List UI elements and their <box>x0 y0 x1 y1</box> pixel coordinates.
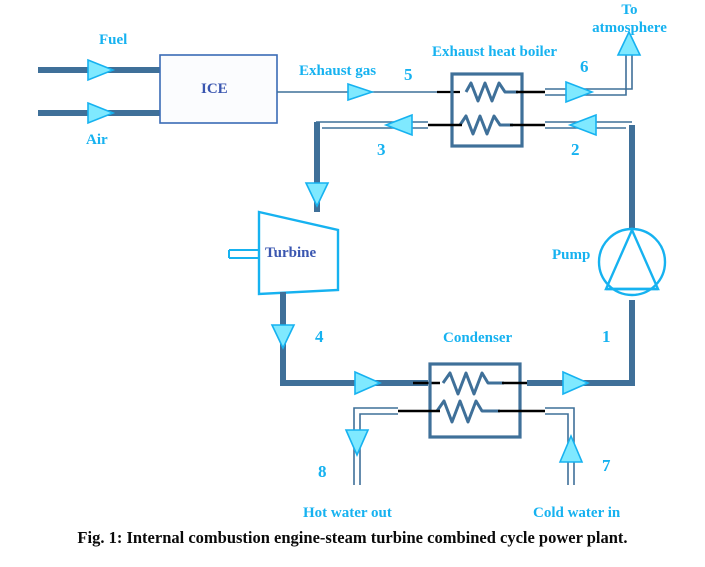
label-fuel: Fuel <box>99 32 128 48</box>
turbine-trapezoid-icon <box>257 210 340 296</box>
state-point-4: 4 <box>315 327 324 346</box>
state-point-5: 5 <box>404 65 413 84</box>
condenser-box <box>398 362 545 439</box>
arrow-down-icon <box>304 182 330 208</box>
state-point-1: 1 <box>602 327 611 346</box>
stream-8-hot-water-out-line <box>344 407 398 485</box>
pump-symbol <box>597 227 667 297</box>
arrow-down-icon <box>270 324 296 350</box>
heat-exchanger-coil-icon <box>464 81 518 103</box>
arrow-right-icon <box>87 58 116 82</box>
label-to-atmosphere-line1: To <box>621 2 638 18</box>
air-inlet-pipe <box>38 101 160 125</box>
label-hot-water-out: Hot water out <box>303 505 392 521</box>
arrow-right-icon <box>562 370 590 396</box>
label-exhaust-heat-boiler: Exhaust heat boiler <box>432 44 558 60</box>
fuel-inlet-pipe <box>38 58 160 82</box>
stream-3-steam-line <box>304 113 428 212</box>
heat-exchanger-coil-icon <box>458 114 513 136</box>
label-air: Air <box>86 132 108 148</box>
stream-4-exhaust-steam-line <box>270 292 440 396</box>
stream-2-feedwater-line <box>545 113 632 137</box>
arrow-up-icon <box>558 433 584 463</box>
component-label-turbine: Turbine <box>265 245 317 261</box>
arrow-left-icon <box>567 113 597 137</box>
arrow-right-icon <box>87 101 116 125</box>
arrow-left-icon <box>383 113 413 137</box>
arrow-down-icon <box>344 429 370 457</box>
state-point-8: 8 <box>318 462 327 481</box>
component-label-condenser: Condenser <box>443 330 513 346</box>
component-label-ice: ICE <box>201 81 228 97</box>
state-point-3: 3 <box>377 140 386 159</box>
state-point-7: 7 <box>602 456 611 475</box>
exhaust-heat-boiler-box <box>428 72 545 148</box>
figure-caption: Fig. 1: Internal combustion engine-steam… <box>77 528 628 547</box>
stream-7-cold-water-in-line <box>545 407 584 485</box>
component-label-pump: Pump <box>552 247 591 263</box>
state-point-2: 2 <box>571 140 580 159</box>
label-to-atmosphere-line2: atmosphere <box>592 20 667 36</box>
arrow-up-icon <box>616 30 642 56</box>
state-point-6: 6 <box>580 57 589 76</box>
stream-1-condensate-line <box>527 125 635 396</box>
ice-box <box>159 54 278 124</box>
label-exhaust-gas: Exhaust gas <box>299 63 377 79</box>
heat-exchanger-coil-icon <box>435 399 500 424</box>
stream-6-to-atmosphere-line <box>545 30 642 104</box>
arrow-right-icon <box>565 80 595 104</box>
arrow-right-icon <box>354 370 382 396</box>
stream-5-exhaust-gas-line <box>277 82 460 102</box>
turbine-symbol <box>228 210 340 296</box>
label-cold-water-in: Cold water in <box>533 505 621 521</box>
heat-exchanger-coil-icon <box>441 371 504 396</box>
arrow-right-icon <box>347 82 375 102</box>
